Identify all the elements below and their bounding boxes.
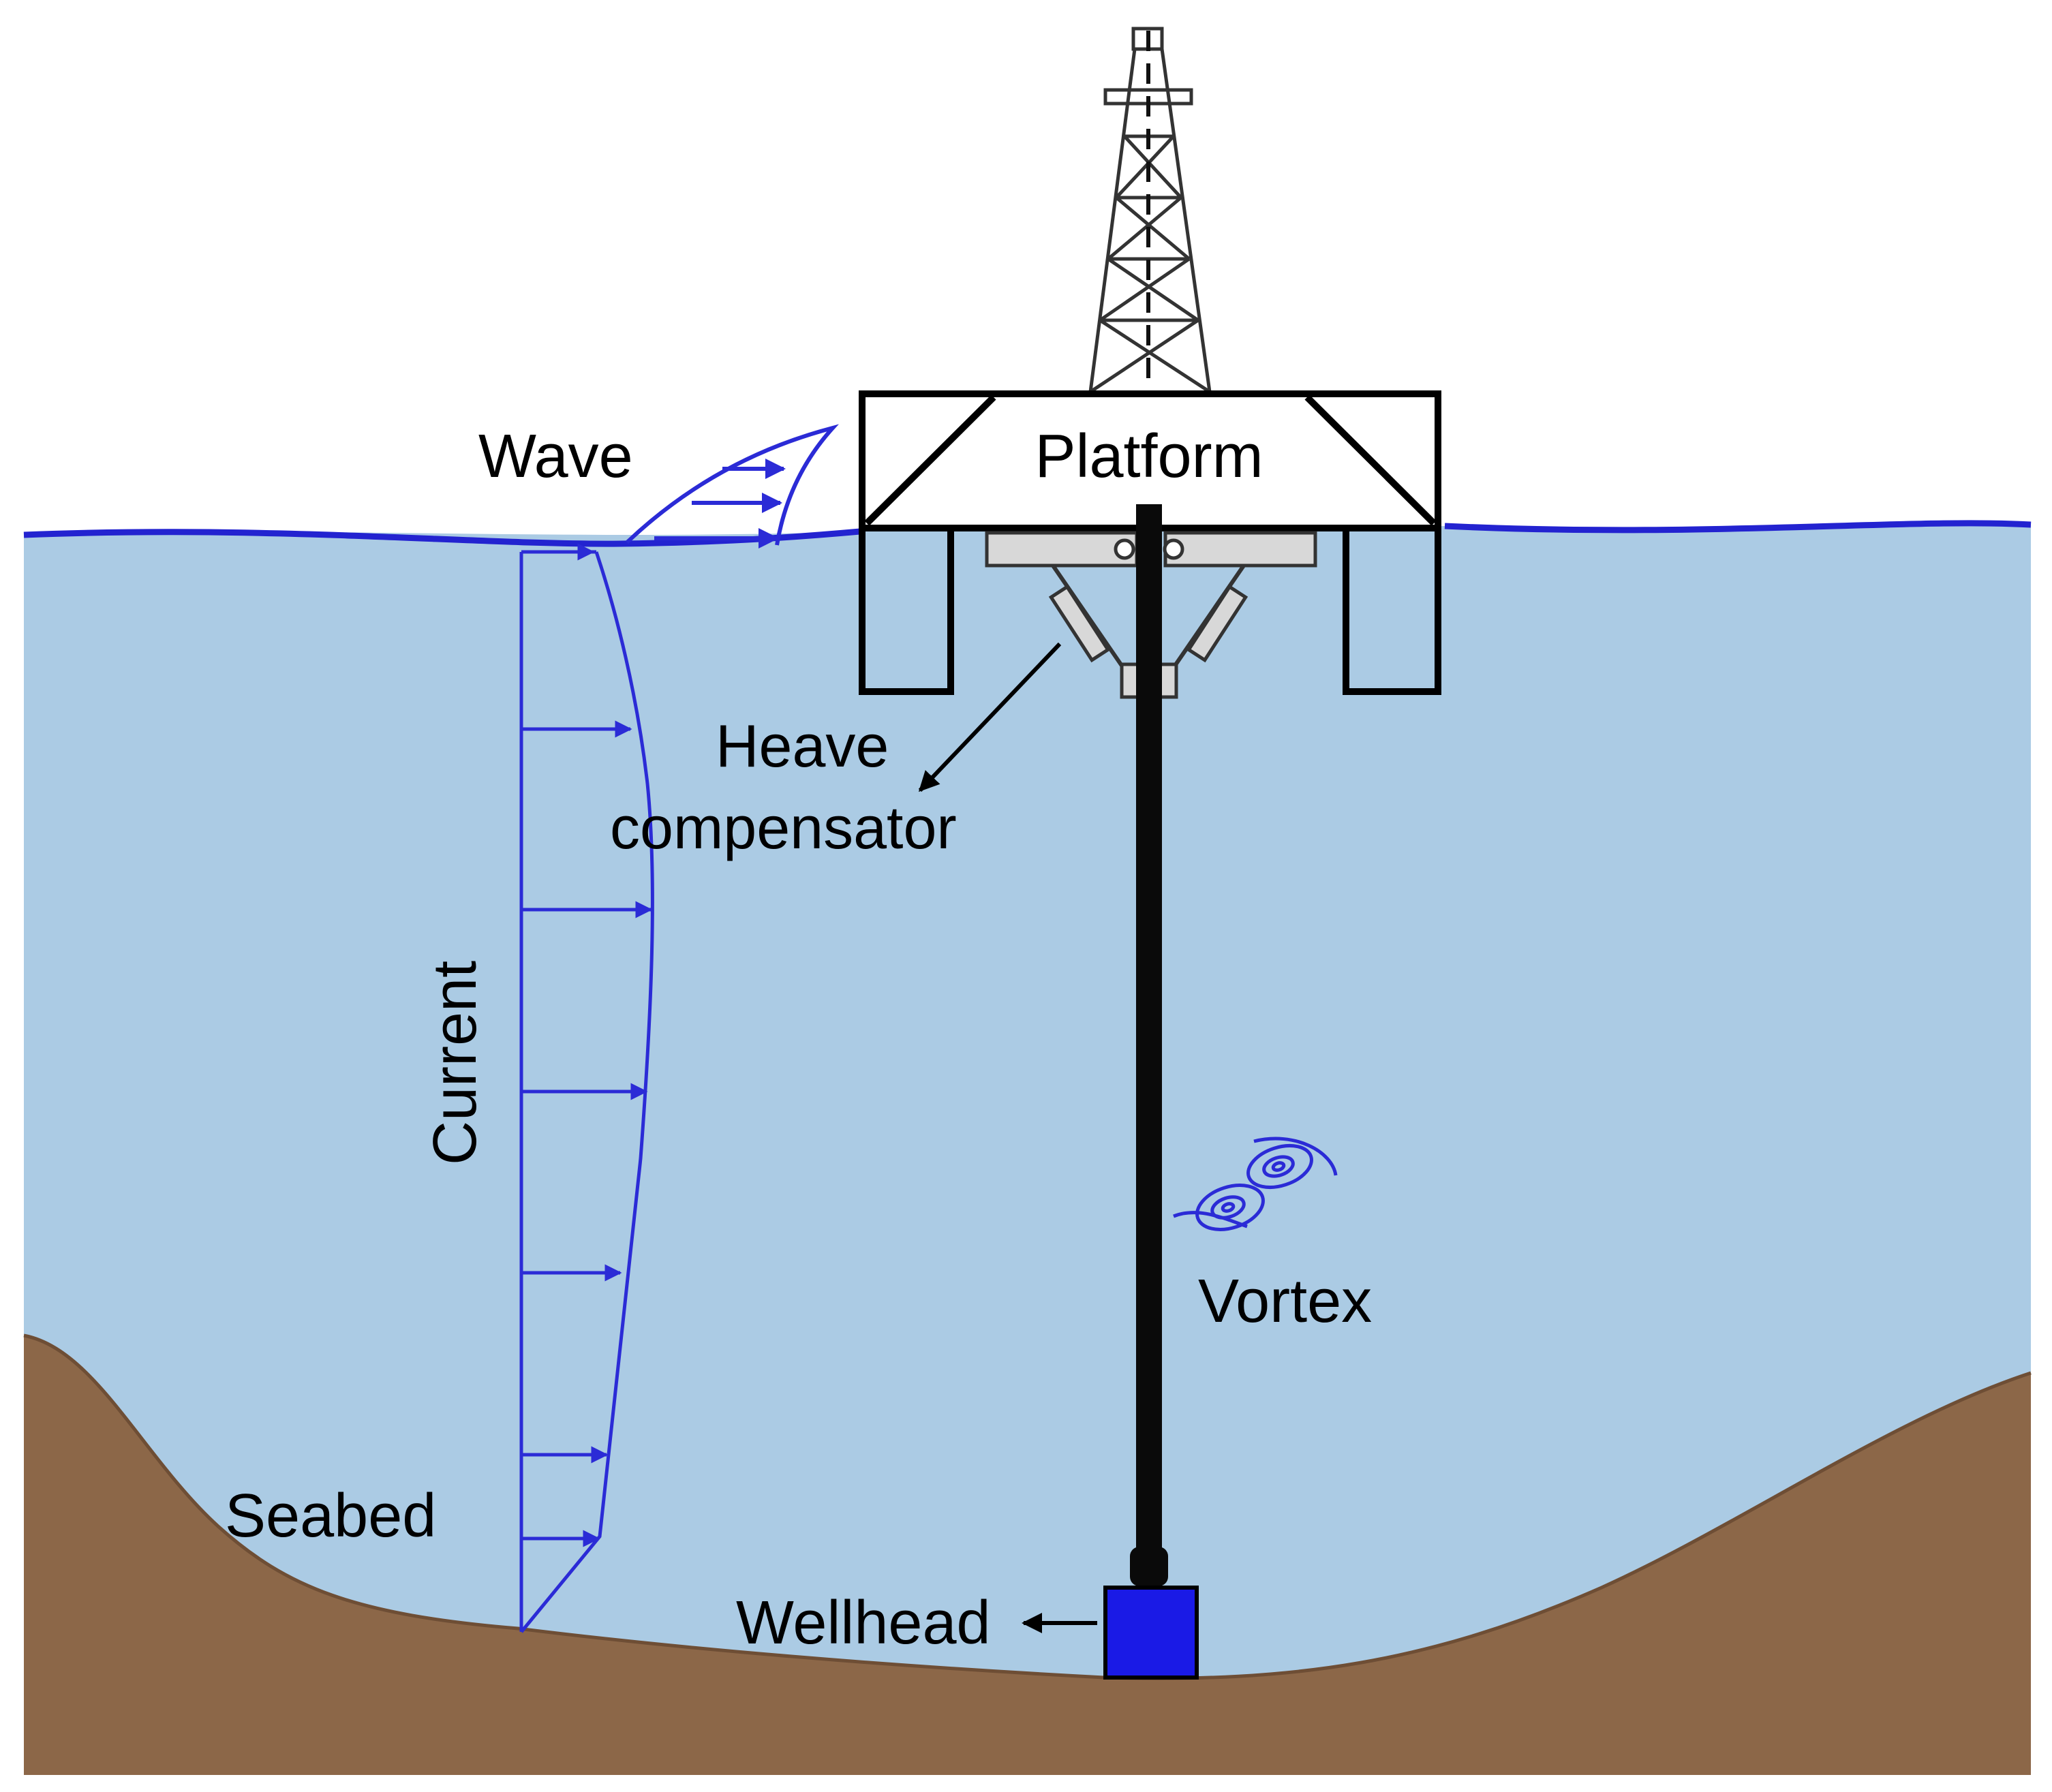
current-profile-icon (519, 543, 654, 1633)
current-label: Current (421, 961, 489, 1165)
wellhead-block (1103, 1586, 1199, 1680)
wave-icon (625, 424, 839, 549)
riser-pipe (1136, 504, 1162, 1564)
heave-compensator-label-line2: compensator (610, 794, 957, 861)
heave-compensator-arrow (918, 642, 1062, 792)
platform-pontoons (859, 525, 1441, 695)
vortex-icon (1173, 1137, 1338, 1231)
heave-compensator-label-line1: Heave (716, 712, 889, 779)
seabed-label: Seabed (225, 1482, 436, 1550)
sea-water (24, 523, 2031, 1775)
seabed (24, 1335, 2031, 1775)
seabed-outline (23, 1333, 2032, 1680)
heave-compensator-icon (985, 531, 1317, 699)
platform-label: Platform (1035, 422, 1263, 491)
vortex-label: Vortex (1198, 1267, 1372, 1335)
wellhead-label: Wellhead (736, 1589, 991, 1657)
derrick-icon (1088, 27, 1212, 394)
wave-label: Wave (478, 422, 633, 491)
riser-joint (1130, 1547, 1168, 1586)
